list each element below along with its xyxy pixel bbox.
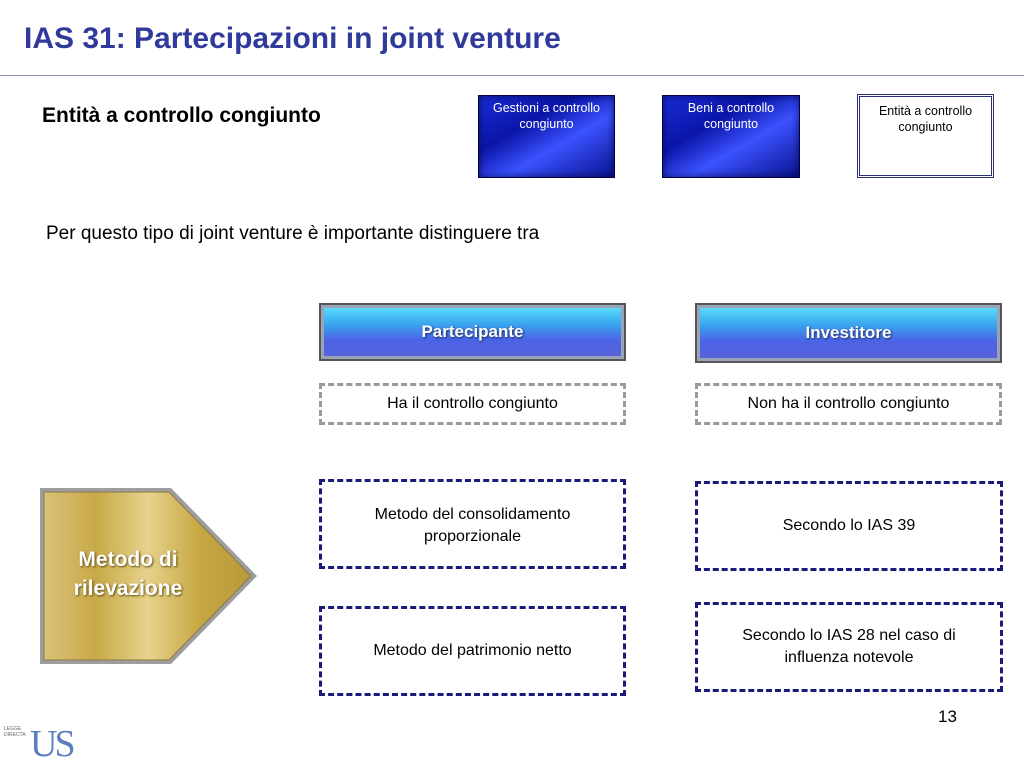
- category-label: Entità a controllo congiunto: [878, 104, 973, 134]
- header-investitore: Investitore: [695, 303, 1002, 363]
- header-partecipante: Partecipante: [319, 303, 626, 361]
- header-label: Investitore: [805, 323, 892, 342]
- intro-text: Per questo tipo di joint venture è impor…: [46, 223, 540, 244]
- university-logo: LEGGE DIRECTA US: [4, 723, 84, 768]
- category-gestioni: Gestioni a controllo congiunto: [478, 95, 615, 178]
- category-entita: Entità a controllo congiunto: [857, 94, 994, 178]
- arrow-label: Metodo di rilevazione: [73, 548, 183, 600]
- category-beni: Beni a controllo congiunto: [662, 95, 800, 178]
- control-label: Non ha il controllo congiunto: [747, 395, 950, 412]
- method-box-ias28: Secondo lo IAS 28 nel caso di influenza …: [695, 602, 1003, 692]
- logo-small-text: LEGGE DIRECTA: [4, 726, 26, 738]
- method-box-consolidamento: Metodo del consolidamento proporzionale: [319, 479, 626, 569]
- control-label: Ha il controllo congiunto: [387, 395, 558, 412]
- slide-subtitle: Entità a controllo congiunto: [42, 104, 321, 127]
- method-label: Secondo lo IAS 39: [782, 517, 916, 534]
- title-divider: [0, 75, 1024, 76]
- method-box-ias39: Secondo lo IAS 39: [695, 481, 1003, 571]
- category-label: Beni a controllo congiunto: [687, 101, 775, 131]
- method-box-patrimonio-netto: Metodo del patrimonio netto: [319, 606, 626, 696]
- control-box-left: Ha il controllo congiunto: [319, 383, 626, 425]
- category-label: Gestioni a controllo congiunto: [492, 101, 600, 131]
- method-label: Metodo del patrimonio netto: [373, 642, 572, 659]
- logo-letters: US: [30, 723, 76, 765]
- page-number: 13: [938, 707, 957, 726]
- method-label: Secondo lo IAS 28 nel caso di influenza …: [742, 627, 956, 666]
- control-box-right: Non ha il controllo congiunto: [695, 383, 1002, 425]
- metodo-arrow-shape: [40, 488, 257, 664]
- header-label: Partecipante: [421, 322, 524, 341]
- slide-title: IAS 31: Partecipazioni in joint venture: [24, 22, 561, 55]
- method-label: Metodo del consolidamento proporzionale: [374, 506, 571, 545]
